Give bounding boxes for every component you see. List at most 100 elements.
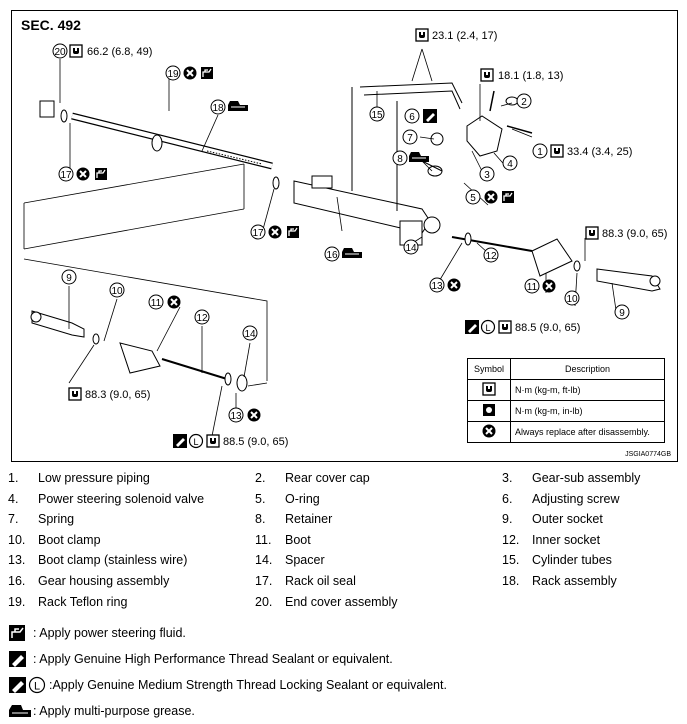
callout-3 xyxy=(479,166,495,182)
callout-11-label: 11 xyxy=(527,282,538,293)
part-item: 2.Rear cover cap xyxy=(255,471,370,485)
part-item: 10.Boot clamp xyxy=(8,533,101,547)
part-name: Inner socket xyxy=(532,532,601,547)
power-steering-fluid-icon xyxy=(200,66,214,80)
callout-12b xyxy=(194,309,210,325)
part-number: 12. xyxy=(502,532,520,547)
power-steering-fluid-icon xyxy=(94,167,108,181)
part-name: Low pressure piping xyxy=(38,471,150,485)
part-number: 1. xyxy=(8,471,19,485)
part-item: 7.Spring xyxy=(8,512,74,526)
always-replace-icon xyxy=(481,423,497,439)
torque-icon xyxy=(69,44,83,58)
callout-15-label: 15 xyxy=(371,110,383,121)
grease-icon xyxy=(9,705,31,717)
callout-layer: 20 66.2 (6.8, 49) 19 18 17 17 16 xyxy=(52,28,667,449)
callout-5 xyxy=(465,189,481,205)
callout-4 xyxy=(502,155,518,171)
callout-4-label: 4 xyxy=(507,159,513,170)
legend-text: : Apply multi-purpose grease. xyxy=(33,704,195,718)
thread-locking-sealant-icon xyxy=(465,320,479,334)
callout-14-label: 14 xyxy=(405,243,417,254)
callout-13b-label: 13 xyxy=(230,411,242,422)
callout-6-label: 6 xyxy=(409,112,415,123)
part-item: 12. Inner socket xyxy=(502,533,600,547)
symbol-desc-2: N·m (kg-m, in-lb) xyxy=(510,400,665,422)
part-name: End cover assembly xyxy=(285,594,398,609)
part-name: Power steering solenoid valve xyxy=(38,491,205,506)
callout-8 xyxy=(392,150,408,166)
callout-10 xyxy=(564,290,580,306)
legend-text: :Apply Genuine Medium Strength Thread Lo… xyxy=(49,678,447,692)
part-number: 11. xyxy=(255,532,272,547)
part-number: 6. xyxy=(502,491,513,506)
callout-8-label: 8 xyxy=(397,154,403,165)
part-number: 19. xyxy=(8,594,26,609)
grease-icon xyxy=(341,247,363,259)
torque-icon xyxy=(498,320,512,334)
legend-L-letter: L xyxy=(34,681,40,693)
part-name: Retainer xyxy=(285,512,333,527)
callout-12b-label: 12 xyxy=(196,313,208,324)
torque-nm-ft-icon xyxy=(482,382,496,396)
callout-14b-label: 14 xyxy=(244,329,256,340)
always-replace-icon xyxy=(182,65,198,81)
always-replace-icon xyxy=(267,224,283,240)
part-item: 11.Boot xyxy=(255,533,311,547)
torque-20: 66.2 (6.8, 49) xyxy=(87,46,152,58)
part-name: Boot clamp xyxy=(38,532,101,547)
part-number: 9. xyxy=(502,512,513,527)
part-number: 3. xyxy=(502,471,513,485)
callout-7-label: 7 xyxy=(407,133,413,144)
part-item: 5. O-ring xyxy=(255,492,320,506)
torque-icon xyxy=(206,434,220,448)
symbol-header: Symbol xyxy=(467,358,511,380)
torque-icon xyxy=(68,387,82,401)
part-name: Cylinder tubes xyxy=(532,553,612,568)
callout-2-label: 2 xyxy=(521,97,527,108)
callout-1-label: 1 xyxy=(537,147,543,158)
part-item: 13.Boot clamp (stainless wire) xyxy=(8,553,187,567)
symbol-desc-1: N·m (kg-m, ft-lb) xyxy=(510,379,665,401)
always-replace-icon xyxy=(446,277,462,293)
torque-icon xyxy=(415,28,429,42)
locking-L-letter-2: L xyxy=(193,437,198,447)
torque-inner-right: 88.5 (9.0, 65) xyxy=(515,322,580,334)
callout-1 xyxy=(532,143,548,159)
part-number: 5. xyxy=(255,491,266,506)
power-steering-fluid-icon xyxy=(9,625,25,641)
symbol-desc-3: Always replace after disassembly. xyxy=(510,421,665,443)
callout-11b-label: 11 xyxy=(151,298,162,309)
callout-10b-label: 10 xyxy=(111,286,123,297)
legend-item: : Apply multi-purpose grease. xyxy=(8,698,447,724)
callout-9-label: 9 xyxy=(619,308,625,319)
torque-nm-in-icon xyxy=(483,404,495,416)
callout-16-label: 16 xyxy=(326,250,338,261)
part-item: 19. Rack Teflon ring xyxy=(8,595,127,609)
part-number: 14. xyxy=(255,553,273,568)
part-name: Boot clamp (stainless wire) xyxy=(38,553,188,568)
part-item: 14.Spacer xyxy=(255,553,325,567)
callout-13-label: 13 xyxy=(431,281,443,292)
part-name: Rack Teflon ring xyxy=(38,594,128,609)
part-item: 15.Cylinder tubes xyxy=(502,553,612,567)
part-name: Rear cover cap xyxy=(285,471,370,485)
part-name: O-ring xyxy=(285,491,320,506)
torque-pipe: 33.4 (3.4, 25) xyxy=(567,146,632,158)
callout-13 xyxy=(429,277,445,293)
torque-tubes: 23.1 (2.4, 17) xyxy=(432,30,497,42)
grease-icon xyxy=(408,151,430,163)
part-number: 20. xyxy=(255,594,273,609)
description-header: Description xyxy=(510,358,665,380)
thread-locking-sealant-icon xyxy=(173,434,187,448)
callout-5-label: 5 xyxy=(470,193,476,204)
part-item: 17.Rack oil seal xyxy=(255,574,356,588)
part-item: 18.Rack assembly xyxy=(502,574,617,588)
always-replace-icon xyxy=(541,278,557,294)
callout-15 xyxy=(369,106,385,122)
callout-17-label: 17 xyxy=(60,170,72,181)
callout-18 xyxy=(210,99,226,115)
callout-7 xyxy=(402,129,418,145)
